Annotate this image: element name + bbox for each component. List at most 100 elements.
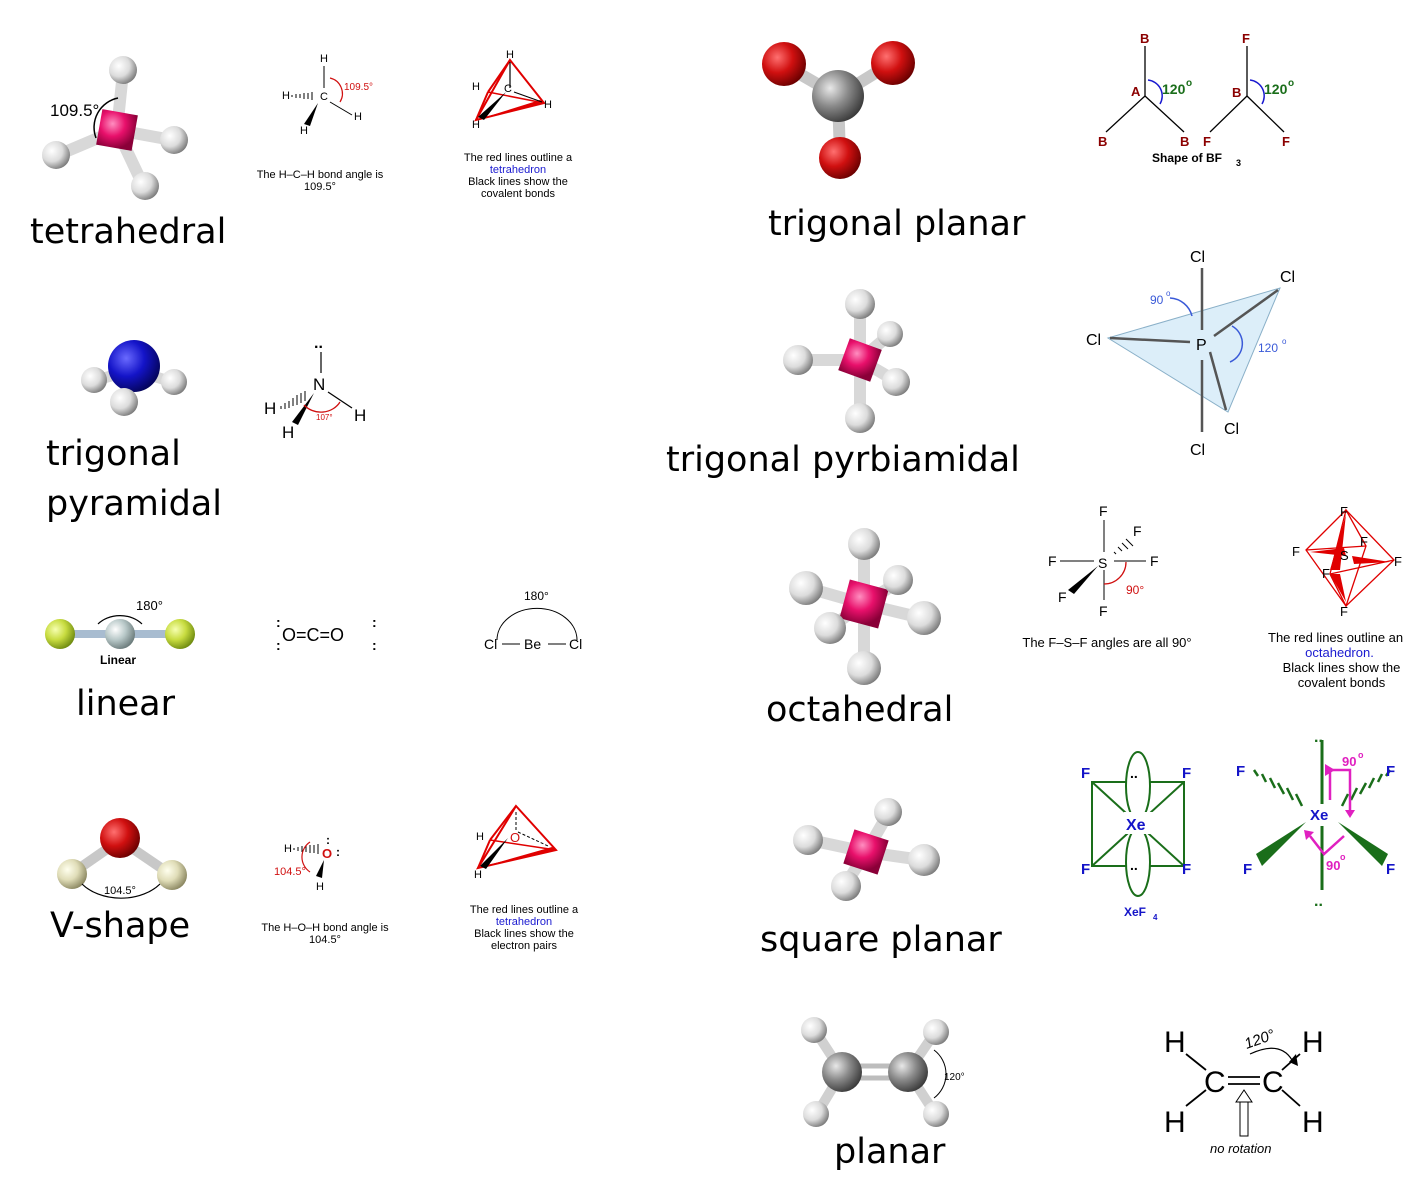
svg-text::: : (276, 614, 281, 630)
svg-text:O: O (322, 846, 332, 861)
svg-text:F: F (1292, 544, 1300, 559)
svg-text:Shape of BF: Shape of BF (1152, 151, 1222, 165)
svg-text:F: F (1081, 765, 1090, 782)
svg-text:o: o (1166, 289, 1171, 298)
svg-text:90: 90 (1342, 754, 1356, 769)
svg-text:90: 90 (1326, 858, 1340, 873)
sf6-octahedron-caption: The red lines outline an octahedron. Bla… (1268, 630, 1404, 690)
svg-text:B: B (1180, 134, 1189, 149)
octahedral-ball-model (789, 528, 941, 685)
svg-text:F: F (1360, 534, 1368, 549)
svg-text:C: C (320, 91, 328, 103)
water-ball-model: 104.5° (57, 818, 187, 899)
svg-text:F: F (1386, 861, 1395, 878)
svg-text:90°: 90° (1126, 583, 1144, 597)
svg-text:H: H (506, 49, 514, 61)
svg-text:Cl: Cl (1086, 332, 1101, 349)
svg-text:180°: 180° (524, 589, 549, 603)
svg-text:F: F (1322, 566, 1330, 581)
svg-text:S: S (1098, 555, 1107, 571)
svg-text:120: 120 (1264, 81, 1288, 97)
svg-text:P: P (1196, 337, 1207, 354)
label-tetrahedral: tetrahedral (30, 212, 227, 252)
svg-text:H: H (472, 81, 480, 93)
svg-text:H: H (1302, 1106, 1324, 1139)
svg-text:F: F (1133, 523, 1142, 539)
methane-structure: N H C H H H 109.5° (282, 53, 373, 137)
svg-text:F: F (1048, 553, 1057, 569)
label-v-shape: V-shape (50, 906, 191, 946)
svg-text:..: .. (1130, 765, 1138, 781)
svg-text:H: H (316, 881, 324, 893)
square-planar-ball-model (793, 798, 940, 901)
water-caption: The H–O–H bond angle is 104.5° (261, 922, 389, 946)
svg-text:H: H (264, 399, 276, 418)
svg-text:O: O (510, 830, 520, 845)
svg-text:107°: 107° (316, 413, 333, 422)
label-linear: linear (76, 684, 176, 724)
svg-text:F: F (1386, 763, 1395, 780)
svg-text::: : (372, 614, 377, 630)
svg-text:F: F (1182, 861, 1191, 878)
ethene-structure: H H H H C C 120° no rotation (1164, 1026, 1324, 1156)
svg-text:no rotation: no rotation (1210, 1141, 1271, 1156)
label-square-planar: square planar (760, 920, 1002, 960)
svg-text:3: 3 (1236, 158, 1241, 168)
co2-structure: O=C=O : : : : (276, 614, 377, 653)
tetrahedral-ball-model: 109.5° (42, 56, 188, 200)
svg-text:H: H (300, 125, 308, 137)
svg-text:F: F (1058, 589, 1067, 605)
ammonia-structure: .. N H H H 107° (264, 335, 366, 442)
label-trigonal-bipyramidal: trigonal pyrbiamidal (666, 440, 1020, 480)
svg-text:90: 90 (1150, 293, 1164, 307)
label-trigonal-planar: trigonal planar (768, 204, 1026, 244)
svg-text:Be: Be (524, 636, 541, 652)
water-structure: H O : : H 104.5° (274, 833, 340, 893)
svg-text:..: .. (1130, 857, 1138, 873)
svg-text:120: 120 (1258, 341, 1278, 355)
svg-text:H: H (282, 423, 294, 442)
svg-text:H: H (476, 831, 484, 843)
xef4-3d-structure: .. .. Xe F F F F 90 o 90 o (1236, 729, 1395, 910)
svg-text:N: N (313, 375, 325, 394)
svg-text:F: F (1282, 134, 1290, 149)
ethene-ball-model: 120° (801, 1017, 965, 1127)
svg-text:XeF: XeF (1124, 905, 1146, 919)
svg-text:B: B (1098, 134, 1107, 149)
svg-text:A: A (1131, 84, 1141, 99)
methane-tetrahedron: H H C H H (472, 49, 552, 131)
svg-text:Cl: Cl (1224, 421, 1239, 438)
svg-text:F: F (1099, 503, 1108, 519)
water-tetrahedron-caption: The red lines outline a tetrahedron Blac… (469, 904, 579, 952)
svg-text:O=C=O: O=C=O (282, 625, 344, 645)
svg-text:F: F (1203, 134, 1211, 149)
svg-text:F: F (1394, 554, 1402, 569)
svg-text::: : (372, 637, 377, 653)
svg-text:Cl: Cl (1280, 269, 1295, 286)
sf6-structure: F S F F F F F 90° (1048, 503, 1159, 619)
svg-text:S: S (1340, 548, 1349, 563)
svg-text:109.5°: 109.5° (344, 82, 373, 93)
svg-text:Linear: Linear (100, 653, 136, 667)
sf6-caption: The F–S–F angles are all 90° (1022, 635, 1192, 650)
svg-text:C: C (504, 83, 512, 95)
svg-text:C: C (1262, 1066, 1284, 1099)
svg-text:o: o (1340, 852, 1346, 862)
svg-text:Xe: Xe (1310, 807, 1328, 824)
svg-text:C: C (1204, 1066, 1226, 1099)
svg-text:H: H (354, 111, 362, 123)
svg-text:H: H (474, 869, 482, 881)
label-planar: planar (834, 1132, 946, 1172)
svg-text:H: H (354, 406, 366, 425)
svg-text:H: H (1164, 1026, 1186, 1059)
svg-text:Xe: Xe (1126, 817, 1146, 834)
sf6-octahedron: F S F F F F F (1292, 504, 1402, 619)
svg-text:4: 4 (1153, 913, 1158, 922)
svg-text:F: F (1340, 604, 1348, 619)
svg-text:..: .. (1314, 893, 1323, 910)
svg-text:Cl: Cl (1190, 442, 1205, 459)
label-octahedral: octahedral (766, 690, 954, 730)
